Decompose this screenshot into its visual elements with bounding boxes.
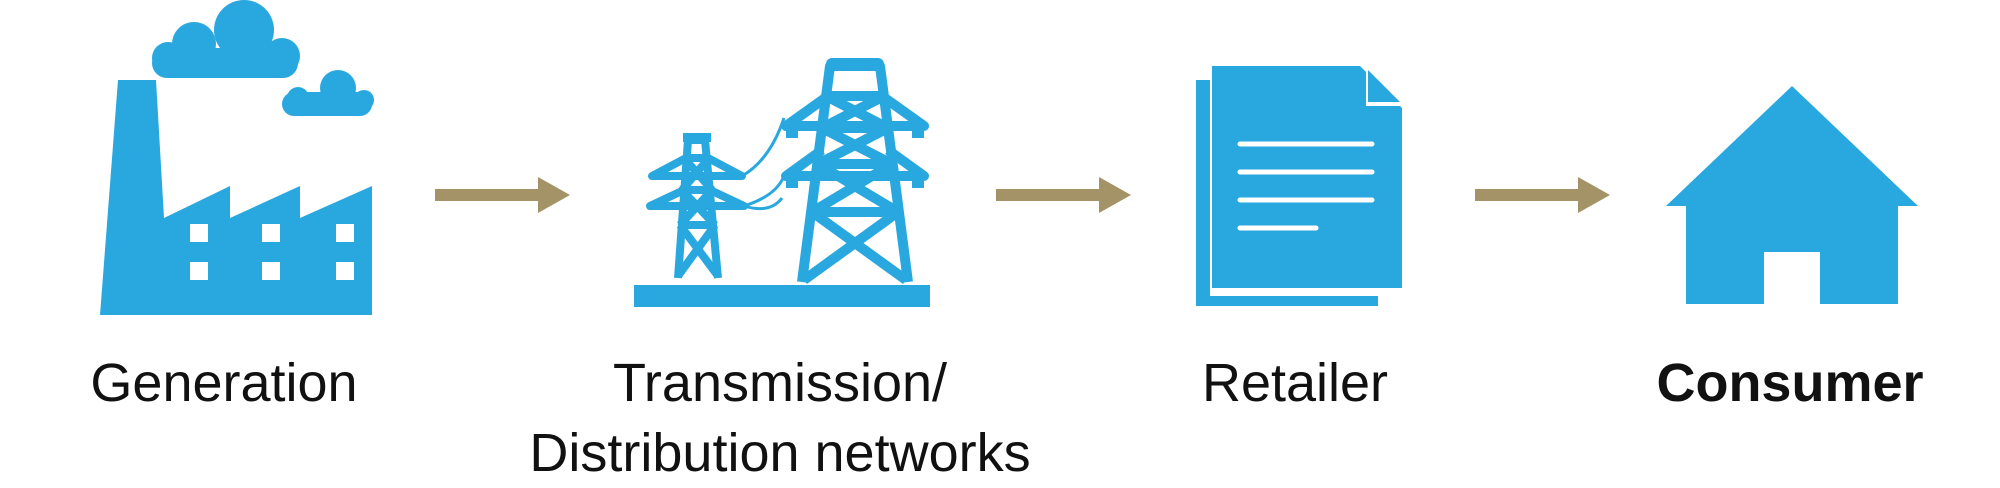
flow-arrow xyxy=(1475,177,1610,213)
label-line: Consumer xyxy=(1656,353,1924,413)
stage-label-retailer: Retailer xyxy=(1160,348,1430,418)
label-line: Distribution networks xyxy=(529,423,1031,483)
label-line: Generation xyxy=(90,353,358,413)
transmission-tower-icon xyxy=(634,58,930,307)
flow-arrow xyxy=(996,177,1131,213)
flow-arrow xyxy=(435,177,570,213)
label-line: Retailer xyxy=(1201,353,1389,413)
house-icon xyxy=(1666,86,1918,304)
factory-icon xyxy=(100,0,374,315)
cloud-icon xyxy=(152,0,300,78)
cloud-icon xyxy=(282,70,374,116)
document-icon xyxy=(1196,62,1410,306)
stage-label-networks: Transmission/ Distribution networks xyxy=(500,348,1060,488)
stage-label-consumer: Consumer xyxy=(1630,348,1950,418)
stage-label-generation: Generation xyxy=(74,348,374,418)
label-line: Transmission/ xyxy=(612,353,948,413)
